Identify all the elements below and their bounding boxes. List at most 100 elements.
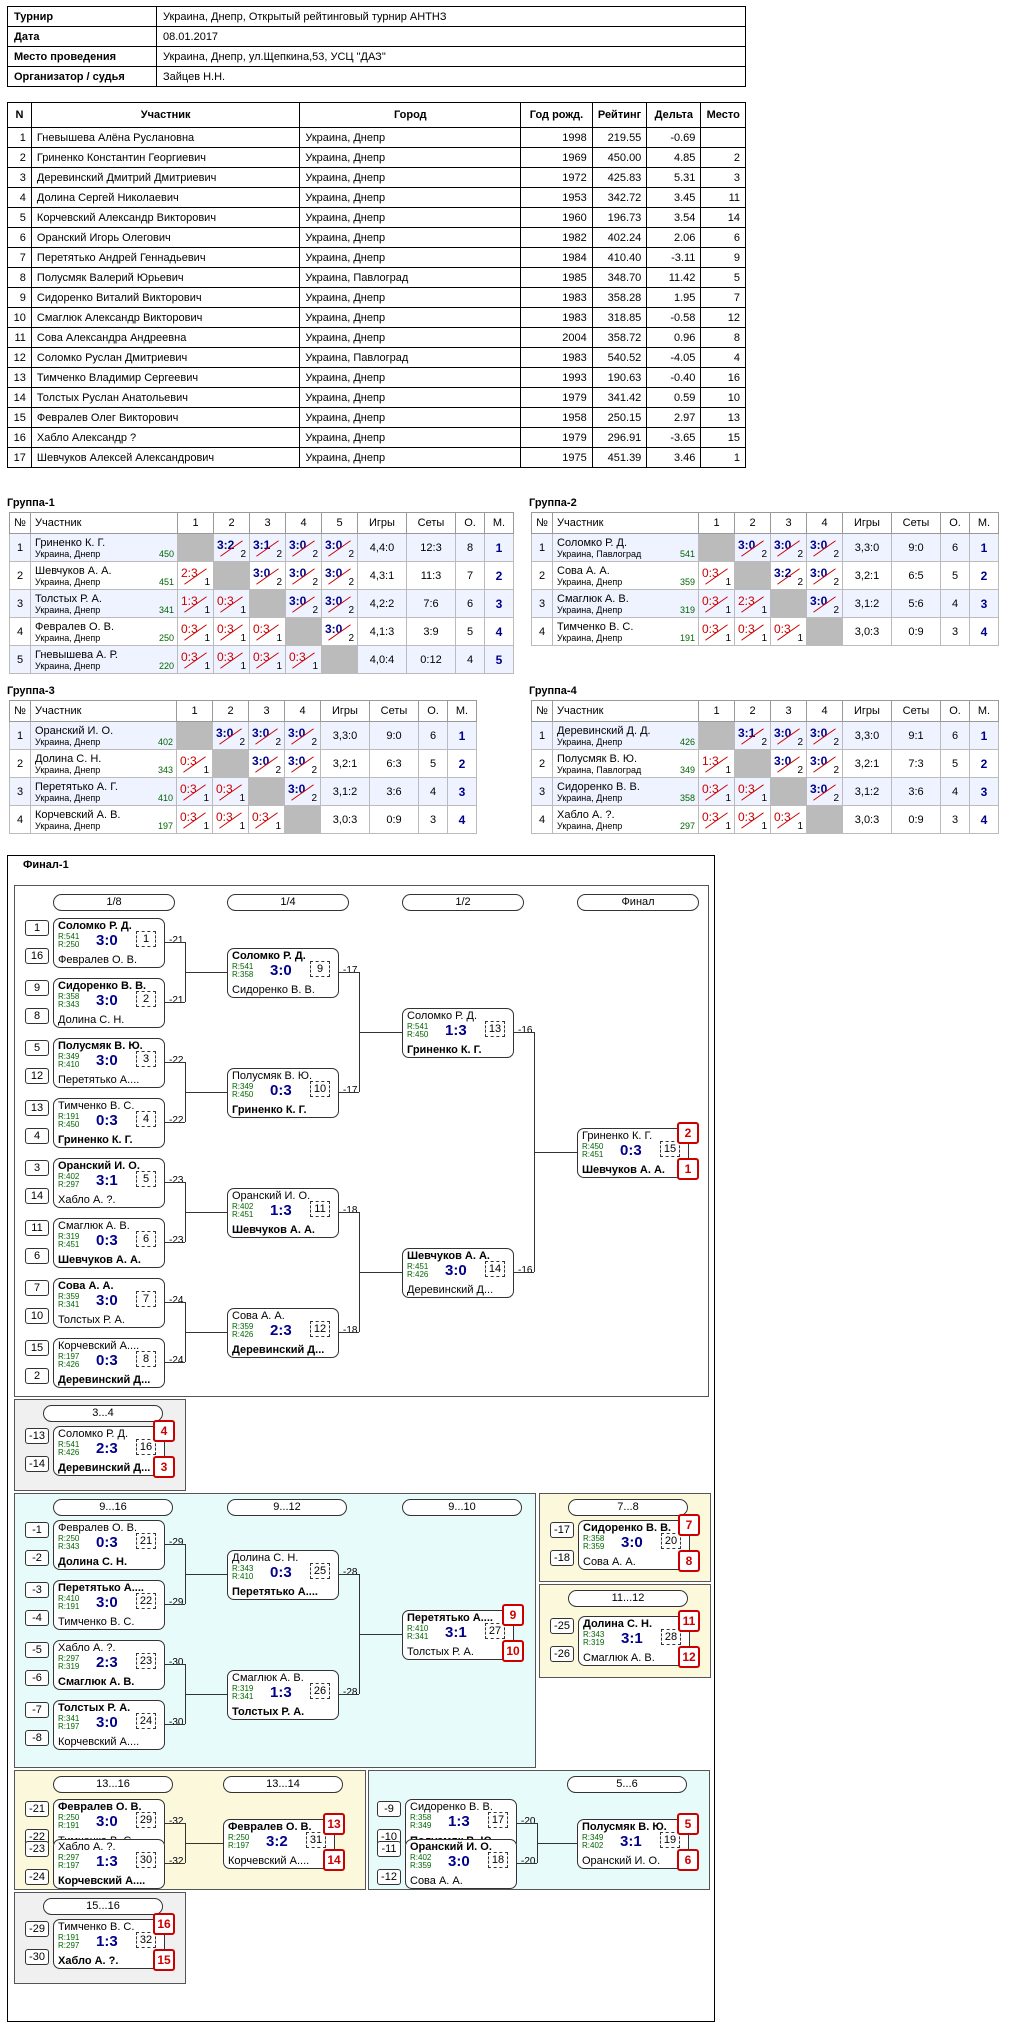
round-header-p910: 9...10 bbox=[402, 1499, 522, 1516]
match-number: 5 bbox=[136, 1171, 156, 1187]
score-points: 1 bbox=[725, 793, 731, 804]
group-header-place: М. bbox=[969, 512, 999, 534]
group-sets: 6:5 bbox=[891, 561, 941, 590]
participant-cell: 5 bbox=[7, 207, 32, 228]
match-player-1: Перетятько А.... bbox=[58, 1582, 144, 1594]
round-header-p34: 3...4 bbox=[43, 1405, 163, 1422]
bracket-line bbox=[165, 1604, 185, 1605]
participant-cell: Смаглюк Александр Викторович bbox=[30, 307, 301, 328]
match-rating-1: R:250 bbox=[58, 1813, 80, 1822]
score: 3:0 bbox=[252, 726, 270, 740]
participant-cell: Украина, Днепр bbox=[299, 327, 522, 348]
group-sets: 11:3 bbox=[406, 561, 456, 590]
match-player-2: Толстых Р. А. bbox=[232, 1706, 305, 1718]
match-player-2: Толстых Р. А. bbox=[58, 1314, 125, 1326]
score-points: 2 bbox=[276, 549, 282, 560]
group-place: 1 bbox=[969, 533, 999, 562]
match-player-1: Полусмяк В. Ю. bbox=[232, 1070, 313, 1082]
match-rating-1: R:410 bbox=[58, 1594, 80, 1603]
group-header-games: Игры bbox=[357, 512, 407, 534]
match-player-2: Гриненко К. Г. bbox=[407, 1044, 482, 1056]
final-place-2: 15 bbox=[153, 1949, 175, 1971]
participant-cell: 250.15 bbox=[591, 407, 648, 428]
participant-cell: 7 bbox=[7, 247, 32, 268]
group-diagonal-cell bbox=[212, 749, 249, 778]
group-sets: 7:6 bbox=[406, 589, 456, 618]
match-number: 32 bbox=[136, 1932, 156, 1948]
loser-destination: -23 bbox=[169, 1235, 184, 1246]
final-place-2: 3 bbox=[153, 1456, 175, 1478]
player-rating: 319 bbox=[679, 605, 695, 615]
player-city: Украина, Днепр bbox=[35, 764, 101, 775]
match-number: 11 bbox=[310, 1201, 330, 1217]
group-points: 4 bbox=[455, 645, 485, 674]
match-rating-1: R:402 bbox=[58, 1172, 80, 1181]
bracket-line bbox=[185, 1332, 227, 1333]
group-row-number: 3 bbox=[531, 589, 553, 618]
score-points: 2 bbox=[797, 577, 803, 588]
group-diagonal-cell bbox=[249, 589, 286, 618]
score: 3:0 bbox=[288, 726, 306, 740]
match-player-2: Долина С. Н. bbox=[58, 1014, 125, 1026]
bracket-line bbox=[339, 972, 359, 973]
score: 0:3 bbox=[702, 782, 719, 796]
participant-cell: 12 bbox=[700, 307, 746, 328]
seed-label: 9 bbox=[25, 980, 49, 996]
participant-cell: Украина, Днепр bbox=[299, 247, 522, 268]
player-name: Шевчуков А. А. bbox=[35, 564, 112, 577]
score: 3:1 bbox=[738, 726, 756, 740]
match-rating-1: R:297 bbox=[58, 1853, 80, 1862]
match-rating-2: R:426 bbox=[58, 1448, 80, 1457]
match-rating-2: R:349 bbox=[410, 1821, 432, 1830]
score-points: 1 bbox=[204, 577, 210, 588]
player-rating: 402 bbox=[157, 737, 173, 747]
final-place-1: 9 bbox=[502, 1604, 524, 1626]
match-rating-1: R:358 bbox=[583, 1534, 605, 1543]
score-points: 1 bbox=[761, 633, 767, 644]
round-header-p912: 9...12 bbox=[227, 1499, 347, 1516]
match-player-1: Смаглюк А. В. bbox=[58, 1220, 130, 1232]
match-player-2: Перетятько А.... bbox=[58, 1074, 140, 1086]
match-player-1: Долина С. Н. bbox=[583, 1618, 653, 1630]
group-header-sets: Сеты bbox=[891, 512, 941, 534]
match-rating-2: R:197 bbox=[58, 1722, 80, 1731]
match-player-1: Сидоренко В. В. bbox=[58, 980, 147, 992]
participant-cell: Сова Александра Андреевна bbox=[30, 327, 301, 348]
player-name: Тимченко В. С. bbox=[557, 620, 634, 633]
info-value: 08.01.2017 bbox=[156, 26, 746, 47]
group-row-number: 3 bbox=[531, 777, 553, 806]
info-key: Дата bbox=[7, 26, 157, 47]
group-sets: 9:1 bbox=[891, 721, 941, 750]
match-number: 13 bbox=[485, 1021, 505, 1037]
participant-cell: 9 bbox=[7, 287, 32, 308]
loser-destination: -30 bbox=[169, 1717, 184, 1728]
match-player-2: Сидоренко В. В. bbox=[232, 984, 315, 996]
match-player-1: Толстых Р. А. bbox=[58, 1702, 131, 1714]
participant-cell: 14 bbox=[700, 207, 746, 228]
match-rating-1: R:349 bbox=[582, 1833, 604, 1842]
score-points: 1 bbox=[276, 661, 282, 672]
score: 3:0 bbox=[325, 566, 343, 580]
participant-cell: Украина, Павлоград bbox=[299, 267, 522, 288]
match-number: 23 bbox=[136, 1653, 156, 1669]
match-player-2: Корчевский А.... bbox=[58, 1875, 146, 1887]
score: 0:3 bbox=[252, 810, 269, 824]
match-number: 27 bbox=[485, 1623, 505, 1639]
seed-label: 4 bbox=[25, 1128, 49, 1144]
player-rating: 250 bbox=[158, 633, 174, 643]
match-rating-2: R:250 bbox=[58, 940, 80, 949]
group-diagonal-cell bbox=[176, 721, 213, 750]
match-rating-1: R:359 bbox=[232, 1322, 254, 1331]
match-score: 3:0 bbox=[96, 1052, 118, 1069]
score-points: 2 bbox=[240, 549, 246, 560]
